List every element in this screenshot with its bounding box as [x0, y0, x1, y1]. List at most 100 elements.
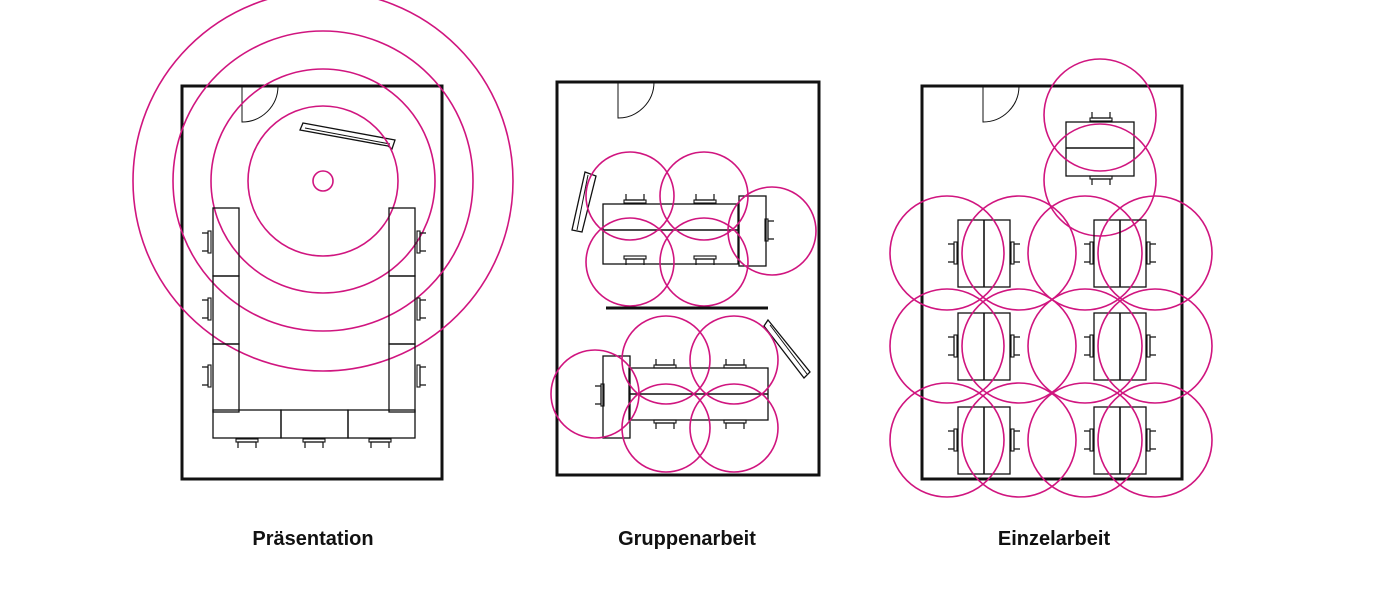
chair: [1146, 241, 1156, 265]
chair-seat: [419, 299, 426, 319]
person-radius: [1027, 288, 1143, 404]
chair-back: [953, 334, 958, 358]
whiteboard: [571, 171, 597, 233]
desk: [738, 195, 767, 267]
chair-seat: [1091, 178, 1111, 185]
door: [982, 85, 1020, 123]
chair: [948, 334, 958, 358]
chair: [653, 359, 677, 369]
person-radius: [1097, 195, 1213, 311]
chair: [1010, 428, 1020, 452]
chair-back: [600, 383, 605, 407]
person-radius: [1027, 195, 1143, 311]
chair-back: [953, 241, 958, 265]
chair-back: [723, 364, 747, 369]
person-radius: [621, 383, 711, 473]
chair: [368, 438, 392, 448]
person-radius: [889, 288, 1005, 404]
chair-back: [302, 438, 326, 443]
chair-seat: [625, 194, 645, 201]
chair-back: [1010, 428, 1015, 452]
chair-seat: [304, 441, 324, 448]
chair-back: [653, 364, 677, 369]
chair: [1146, 334, 1156, 358]
room-wall: [180, 84, 444, 481]
chair-seat: [1084, 430, 1091, 450]
chair: [764, 218, 774, 242]
chair-back: [1089, 334, 1094, 358]
person-radius: [961, 288, 1077, 404]
chair-seat: [1091, 112, 1111, 119]
chair-seat: [948, 336, 955, 356]
chair-seat: [725, 422, 745, 429]
chair: [693, 255, 717, 265]
person-radius: [689, 383, 779, 473]
chair-seat: [1013, 430, 1020, 450]
chair-back: [1010, 241, 1015, 265]
chair-back: [693, 199, 717, 204]
chair-seat: [1149, 430, 1156, 450]
person-radius: [1097, 382, 1213, 498]
chair: [202, 230, 212, 254]
chair: [948, 241, 958, 265]
plan-gruppenarbeit: [550, 80, 821, 477]
chair-seat: [1149, 336, 1156, 356]
person-radius: [550, 349, 640, 439]
chair-back: [653, 419, 677, 424]
speaker-distance-ring: [247, 105, 399, 257]
chair-back: [416, 230, 421, 254]
desk: [280, 409, 349, 439]
chair-back: [1089, 117, 1113, 122]
chair-seat: [725, 359, 745, 366]
chair-back: [1146, 334, 1151, 358]
person-radius: [1043, 58, 1157, 172]
chair-seat: [948, 243, 955, 263]
desk-divider: [769, 324, 808, 375]
chair-seat: [655, 359, 675, 366]
desk-divider: [304, 127, 391, 145]
layout-label-einzelarbeit: Einzelarbeit: [997, 528, 1111, 550]
person-radius: [1043, 123, 1157, 237]
chair-seat: [1084, 336, 1091, 356]
chair-seat: [1013, 336, 1020, 356]
person-radius: [689, 315, 779, 405]
chair: [723, 419, 747, 429]
speaker-distance-ring: [210, 68, 436, 294]
chair-back: [1146, 241, 1151, 265]
chair-back: [235, 438, 259, 443]
chair-back: [416, 297, 421, 321]
chair: [1084, 428, 1094, 452]
chair: [723, 359, 747, 369]
chair: [1089, 112, 1113, 122]
chair-seat: [695, 194, 715, 201]
person-radius: [889, 382, 1005, 498]
speaker-distance-ring: [132, 0, 514, 372]
chair: [1010, 241, 1020, 265]
chair-back: [207, 230, 212, 254]
whiteboard: [763, 318, 811, 379]
person-radius: [659, 217, 749, 307]
desk: [347, 409, 416, 439]
chair-seat: [948, 430, 955, 450]
chair-seat: [767, 220, 774, 240]
chair-back: [953, 428, 958, 452]
chair: [302, 438, 326, 448]
chair: [416, 297, 426, 321]
plan-einzelarbeit: [889, 58, 1213, 498]
chair-seat: [595, 385, 602, 405]
chair: [623, 194, 647, 204]
chair: [1089, 175, 1113, 185]
person-radius: [1027, 382, 1143, 498]
chair-seat: [1013, 243, 1020, 263]
chair: [1084, 241, 1094, 265]
chair-seat: [202, 232, 209, 252]
desk-divider: [576, 174, 589, 231]
person-radius: [1097, 288, 1213, 404]
chair-back: [416, 364, 421, 388]
chair-back: [1089, 175, 1113, 180]
chair: [235, 438, 259, 448]
person-radius: [727, 186, 817, 276]
person-radius: [659, 151, 749, 241]
desk: [388, 343, 416, 413]
